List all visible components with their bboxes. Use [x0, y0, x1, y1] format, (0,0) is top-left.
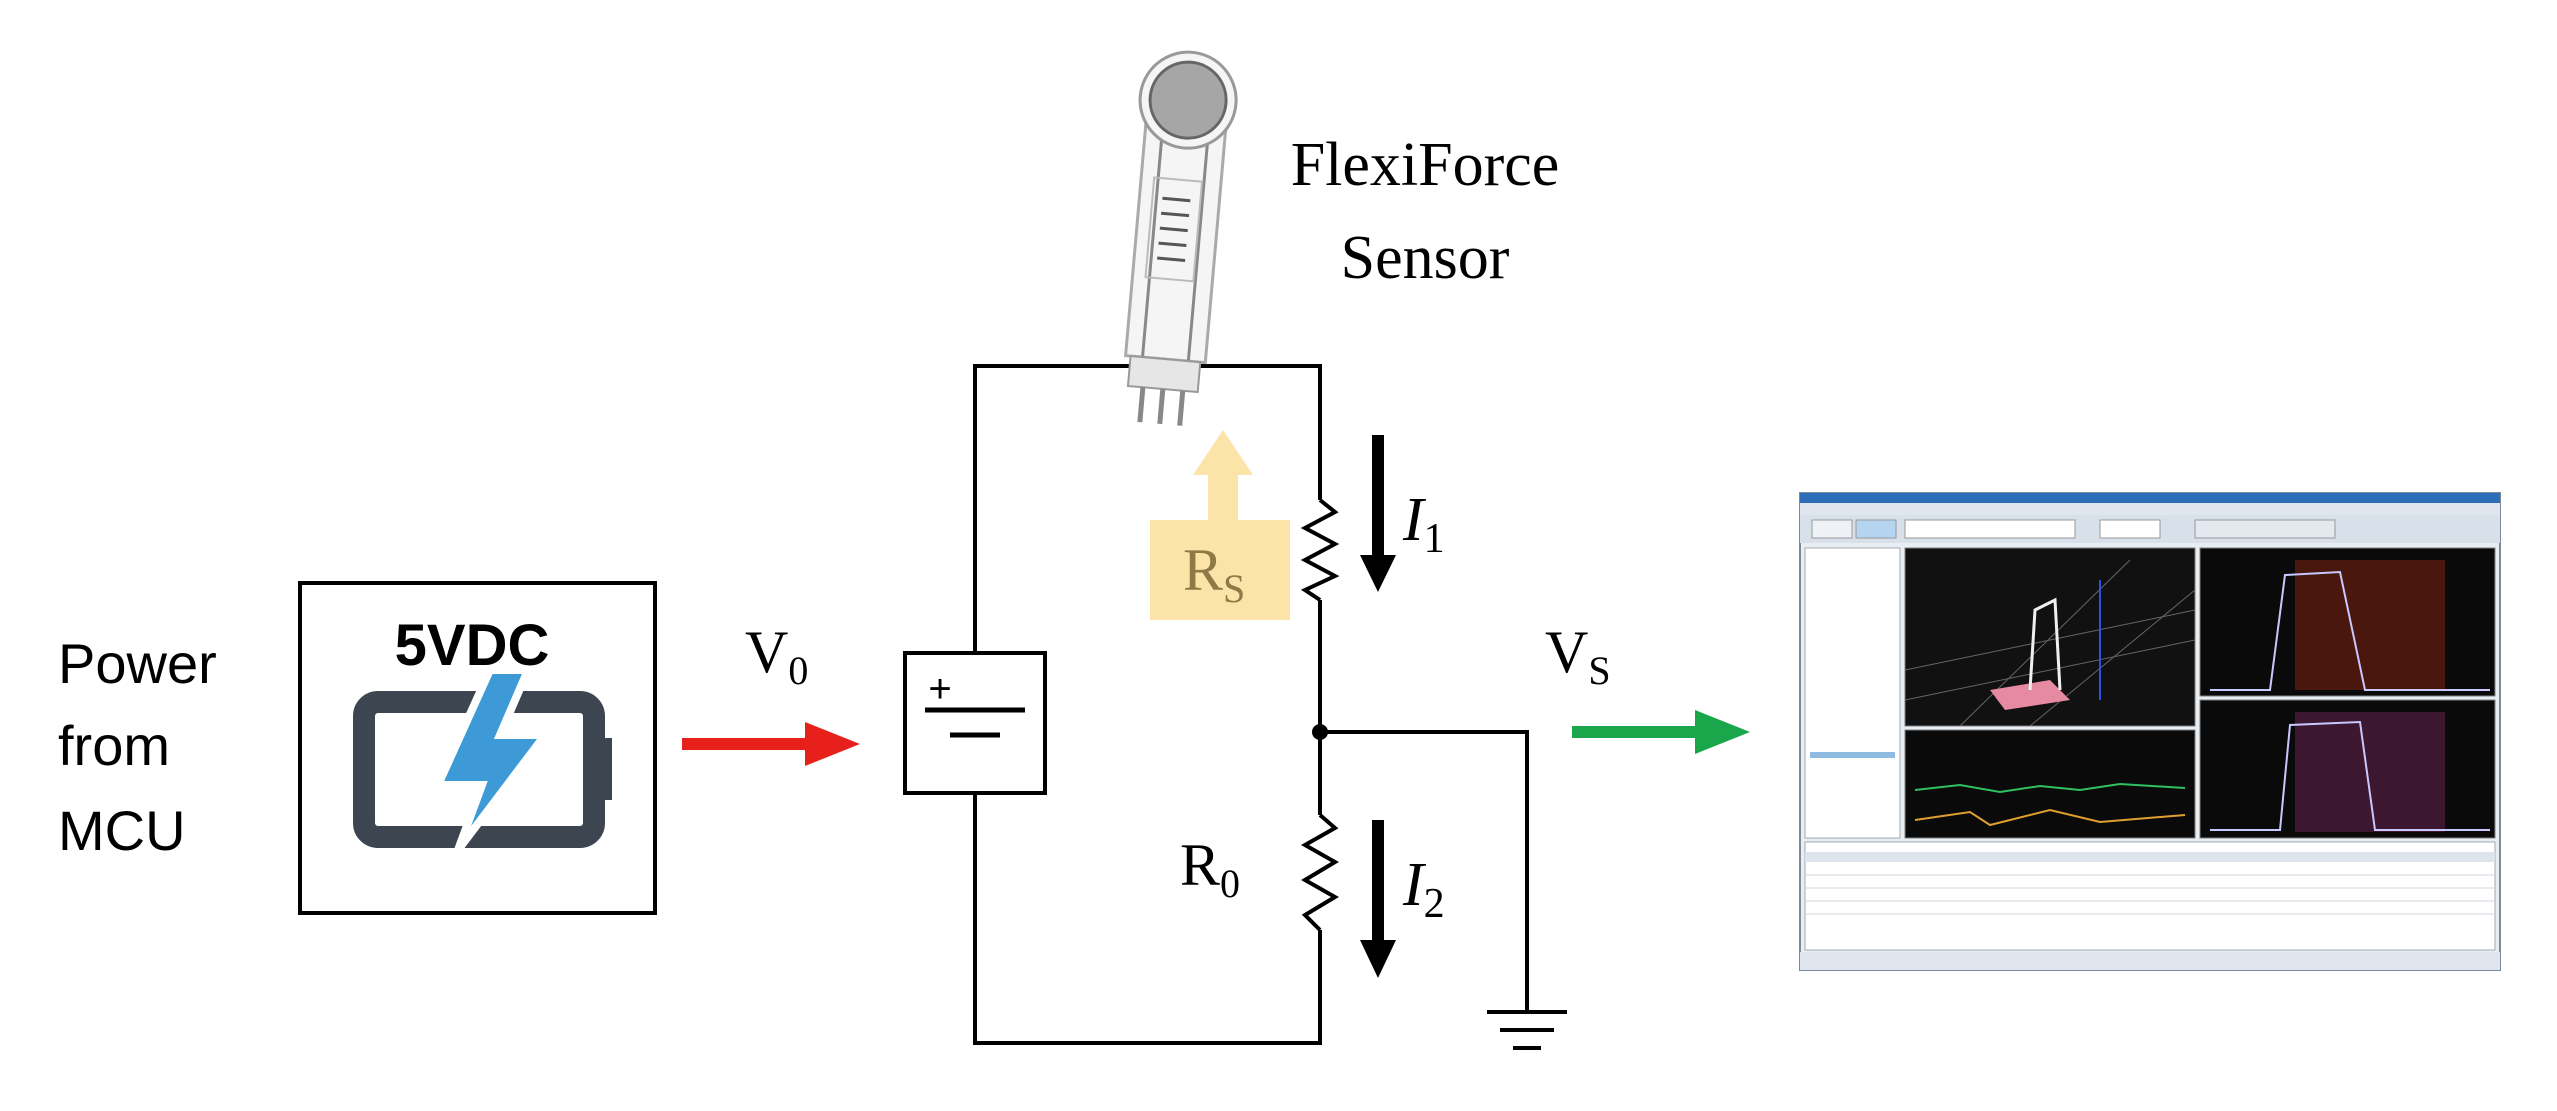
v0-signal: V0 — [682, 619, 860, 766]
vs-arrow-head — [1695, 710, 1750, 754]
battery-plus-sign: + — [928, 667, 951, 711]
software-screenshot — [1799, 492, 2501, 971]
power-label: Power from MCU — [58, 632, 217, 862]
sensor-title-line-1: FlexiForce — [1291, 131, 1560, 199]
i2-arrow-head — [1360, 940, 1396, 978]
sensor-title-line-2: Sensor — [1341, 224, 1510, 292]
power-label-line-1: Power — [58, 632, 217, 695]
ground-symbol — [1487, 1010, 1567, 1050]
r0-label: R0 — [1180, 832, 1240, 906]
circuit-wires — [973, 364, 1529, 1045]
sensor-resistor — [1300, 498, 1340, 602]
i2-label: I2 — [1402, 851, 1445, 927]
i1-label: I1 — [1402, 486, 1445, 562]
lightning-icon — [431, 666, 554, 853]
dc-source: + — [903, 651, 1047, 795]
r0-resistor: R0 — [1180, 813, 1339, 932]
sensor-title: FlexiForce Sensor — [1291, 131, 1560, 292]
vs-signal: VS — [1545, 619, 1750, 754]
current-i1: I1 — [1360, 435, 1445, 592]
v0-arrow-head — [805, 722, 860, 766]
i1-arrow-head — [1360, 555, 1396, 592]
vs-label: VS — [1545, 619, 1611, 693]
rs-highlight-box — [1150, 520, 1290, 620]
v0-label: V0 — [745, 619, 808, 693]
power-label-line-2: from — [58, 714, 170, 777]
rs-callout: RS — [1150, 430, 1290, 620]
rs-label: RS — [1183, 537, 1245, 611]
power-label-line-3: MCU — [58, 799, 186, 862]
sensor-pad — [1148, 60, 1228, 140]
battery-icon — [353, 666, 612, 853]
rs-up-arrow — [1193, 430, 1253, 520]
battery-box: 5VDC — [298, 581, 657, 915]
junction-node — [1312, 724, 1328, 740]
current-i2: I2 — [1360, 820, 1445, 978]
flexiforce-sensor — [1123, 50, 1238, 426]
